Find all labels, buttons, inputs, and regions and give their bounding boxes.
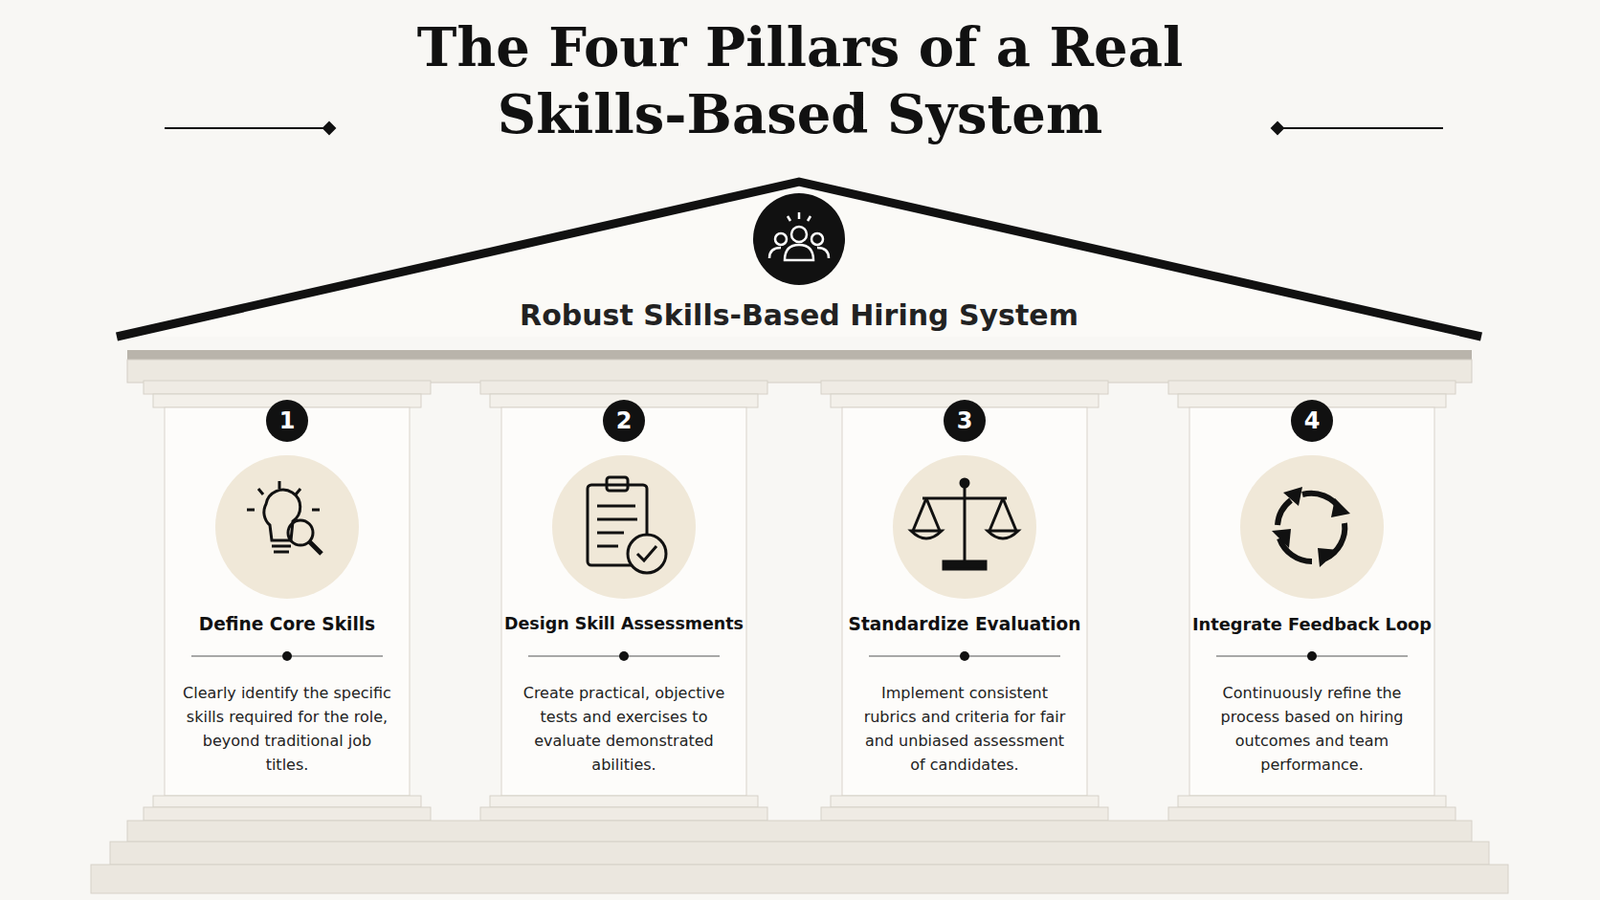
callout-number: 2 (602, 400, 645, 443)
icon-clipboard (587, 477, 667, 574)
pillar-node: 4Integrate Feedback LoopContinuously ref… (1189, 400, 1435, 793)
callout-number: 4 (1290, 400, 1334, 443)
capital (480, 380, 768, 395)
pillar-node: 1Define Core SkillsClearly identify the … (164, 400, 410, 793)
column-shaft (501, 407, 747, 797)
capital (143, 380, 431, 395)
column-base (830, 796, 1099, 808)
icon-circle (552, 455, 696, 600)
pillar-body: Implement consistent rubrics and criteri… (856, 681, 1073, 778)
icon-cycle (1271, 487, 1351, 568)
callout-number: 1 (266, 400, 309, 443)
pillar-node: 3Standardize EvaluationImplement consist… (842, 400, 1088, 793)
title: The Four Pillars of a Real Skills-Based … (321, 13, 1279, 148)
icon-circle (892, 455, 1037, 600)
column-shaft (842, 407, 1088, 797)
column-base (143, 807, 431, 822)
icon-bulb (246, 481, 322, 555)
divider-dot (619, 651, 629, 662)
pillar-body: Create practical, objective tests and ex… (515, 681, 733, 778)
pillar-heading: Design Skill Assessments (501, 614, 747, 634)
roof (116, 181, 1482, 383)
column-base (821, 807, 1109, 822)
columns (143, 380, 1456, 822)
pillar-body: Continuously refine the process based on… (1203, 681, 1421, 778)
divider-dot (959, 651, 970, 662)
callout-number: 3 (943, 400, 986, 443)
divider-dot (282, 651, 292, 662)
pillar-heading: Standardize Evaluation (842, 614, 1088, 635)
pillar-body: Clearly identify the specific skills req… (178, 681, 396, 778)
icon-circle (215, 455, 359, 600)
divider-dot (1307, 651, 1317, 662)
column-base (1168, 807, 1456, 822)
column-base (489, 796, 758, 808)
capital (821, 380, 1109, 395)
roof-heading: Robust Skills-Based Hiring System (519, 298, 1079, 333)
column-shaft (164, 407, 410, 797)
pillar-node: 2Design Skill AssessmentsCreate practica… (501, 400, 747, 793)
icon-scale (911, 479, 1019, 570)
column-base (153, 796, 422, 808)
column-base (1177, 796, 1446, 808)
roof-label: Robust Skills-Based Hiring System (510, 298, 1089, 333)
steps (90, 821, 1509, 894)
column-shaft (1189, 407, 1435, 797)
pillar-heading: Integrate Feedback Loop (1189, 614, 1435, 635)
column-base (480, 807, 768, 822)
pillar-heading: Define Core Skills (164, 614, 410, 635)
icon-circle (1240, 455, 1384, 600)
roof-icon (753, 193, 845, 286)
capital (1168, 380, 1456, 395)
